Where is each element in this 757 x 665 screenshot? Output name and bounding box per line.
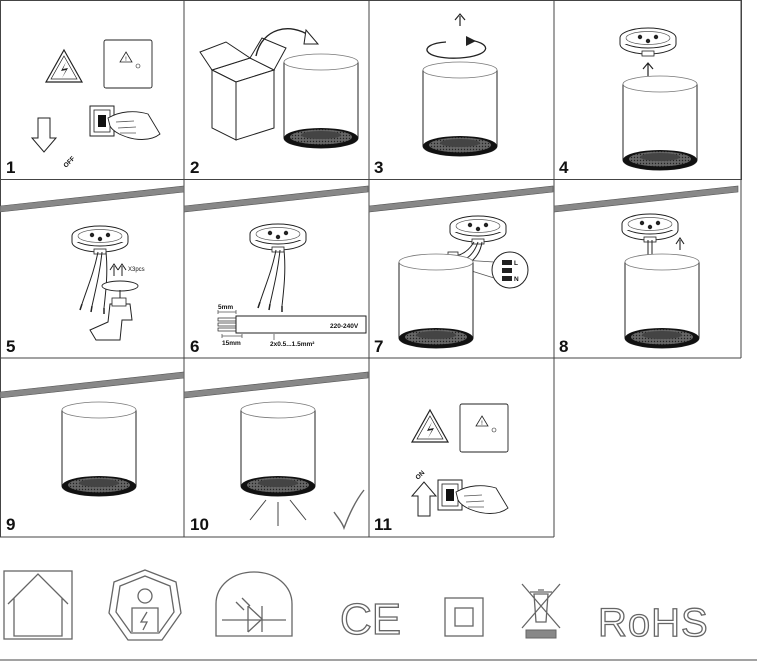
up-arrow-icon — [454, 13, 466, 26]
step-number: 4 — [559, 158, 569, 177]
svg-text:220-240V: 220-240V — [330, 323, 359, 330]
screw-quantity: X3pcs — [128, 267, 145, 273]
drill-icon — [89, 297, 133, 341]
down-arrow-icon — [30, 117, 58, 153]
step-number: 11 — [374, 515, 392, 534]
step-number: 5 — [6, 337, 15, 356]
svg-text:15mm: 15mm — [222, 340, 241, 347]
step-number: 1 — [6, 158, 15, 177]
downlight — [422, 61, 498, 157]
svg-text:L: L — [514, 260, 518, 267]
weee-bin-icon — [521, 583, 561, 639]
downlight — [622, 75, 698, 171]
wall-switch — [437, 479, 509, 514]
step-9-panel: 9 — [0, 371, 185, 534]
curved-arrow-icon — [255, 28, 311, 57]
led-driver-icon — [215, 571, 293, 637]
warning-triangle-icon — [411, 409, 449, 443]
dowel — [101, 280, 139, 292]
step-2-panel: 2 — [190, 28, 359, 177]
step-number: 8 — [559, 337, 568, 356]
mounting-plate — [619, 27, 677, 57]
ce-mark-icon: CE — [340, 595, 401, 644]
step-5-panel: X3pcs 5 — [0, 185, 185, 356]
step-7-panel: L N 7 — [368, 185, 554, 356]
step-8-panel: 8 — [553, 185, 739, 356]
step-number: 7 — [374, 337, 383, 356]
step-11-panel: ON 11 — [374, 403, 509, 534]
mounting-plate — [249, 223, 307, 253]
step-number: 9 — [6, 515, 15, 534]
step-number: 6 — [190, 337, 199, 356]
qualified-electrician-icon — [108, 569, 182, 641]
downlight — [240, 401, 316, 497]
rotate-icon — [426, 39, 487, 59]
wall-switch — [89, 105, 161, 140]
warning-triangle-icon — [45, 49, 83, 83]
up-arrow-icon — [410, 481, 438, 517]
on-label: ON — [414, 469, 426, 481]
svg-text:5mm: 5mm — [218, 304, 233, 311]
downlight — [61, 401, 137, 497]
step-10-panel: 10 — [183, 371, 369, 534]
mounting-plate — [449, 215, 507, 245]
up-arrows-icon — [109, 263, 127, 276]
mounting-plate — [621, 213, 679, 243]
class-ii-icon — [444, 597, 484, 637]
indoor-use-icon — [3, 570, 73, 640]
certification-row: CE RoHS — [3, 569, 709, 646]
svg-text:N: N — [514, 276, 519, 283]
step-1-panel: OFF 1 — [6, 39, 161, 177]
rohs-icon: RoHS — [598, 601, 709, 645]
downlight — [624, 253, 700, 349]
downlight — [283, 53, 359, 149]
step-number: 2 — [190, 158, 199, 177]
svg-text:2x0.5...1.5mm²: 2x0.5...1.5mm² — [270, 341, 315, 348]
downlight — [398, 253, 474, 349]
up-arrow-icon — [642, 62, 654, 76]
box-icon — [199, 37, 287, 141]
step-6-panel: 5mm 15mm 220-240V 2x0.5...1.5mm² 6 — [183, 185, 369, 356]
step-4-panel: 4 — [559, 27, 698, 177]
up-arrow-icon — [675, 237, 685, 250]
notice-card — [103, 39, 153, 89]
notice-card — [459, 403, 509, 453]
step-3-panel: 3 — [374, 13, 498, 177]
check-icon — [333, 489, 365, 531]
cable-strip-diagram: 5mm 15mm 220-240V 2x0.5...1.5mm² — [217, 304, 367, 348]
light-rays — [249, 499, 307, 526]
mounting-plate — [71, 225, 129, 255]
step-number: 3 — [374, 158, 383, 177]
step-number: 10 — [190, 515, 209, 534]
off-label: OFF — [62, 155, 76, 169]
